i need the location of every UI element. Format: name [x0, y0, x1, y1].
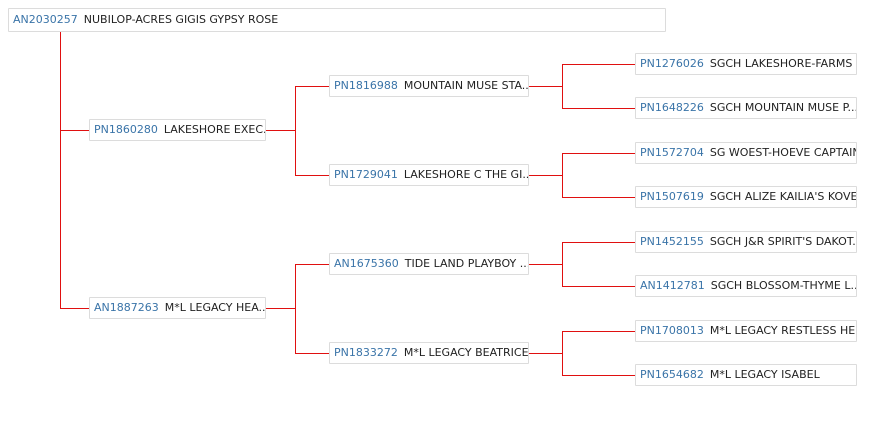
registration-link[interactable]: PN1654682: [640, 368, 704, 381]
pedigree-node-sire-sire: PN1816988 MOUNTAIN MUSE STA...: [329, 75, 529, 97]
pedigree-node-gen3: PN1572704 SG WOEST-HOEVE CAPTAIN: [635, 142, 857, 164]
connector-g2-1-branch: [562, 64, 563, 109]
connector-g3-8: [562, 375, 635, 376]
registration-link[interactable]: PN1860280: [94, 123, 158, 136]
animal-name: SGCH J&R SPIRIT'S DAKOT...: [709, 235, 857, 248]
pedigree-node-dam: AN1887263 M*L LEGACY HEA...: [89, 297, 266, 319]
registration-link[interactable]: PN1507619: [640, 190, 704, 203]
animal-name: MOUNTAIN MUSE STA...: [403, 79, 529, 92]
connector-g3-7: [562, 331, 635, 332]
connector-sire-dam: [295, 175, 329, 176]
connector-dam-dam: [295, 353, 329, 354]
animal-name: SG WOEST-HOEVE CAPTAIN: [709, 146, 857, 159]
animal-name: M*L LEGACY HEA...: [164, 301, 266, 314]
connector-g3-6: [562, 286, 635, 287]
connector-sire-sire: [295, 86, 329, 87]
pedigree-node-gen3: PN1452155 SGCH J&R SPIRIT'S DAKOT...: [635, 231, 857, 253]
animal-name: SGCH BLOSSOM-THYME L...: [710, 279, 857, 292]
connector-dam-out: [265, 308, 295, 309]
connector-g2-3-branch: [562, 242, 563, 287]
animal-name: M*L LEGACY RESTLESS HE...: [709, 324, 857, 337]
registration-link[interactable]: PN1572704: [640, 146, 704, 159]
pedigree-node-subject: AN2030257 NUBILOP-ACRES GIGIS GYPSY ROSE: [8, 8, 666, 32]
registration-link[interactable]: PN1452155: [640, 235, 704, 248]
connector-g3-3: [562, 153, 635, 154]
pedigree-node-gen3: PN1276026 SGCH LAKESHORE-FARMS ...: [635, 53, 857, 75]
connector-g2-1-out: [528, 86, 562, 87]
pedigree-node-gen3: PN1507619 SGCH ALIZE KAILIA'S KOVE...: [635, 186, 857, 208]
connector-dam-branch: [295, 264, 296, 354]
animal-name: SGCH MOUNTAIN MUSE P...: [709, 101, 857, 114]
animal-name: LAKESHORE EXEC...: [163, 123, 266, 136]
connector-root: [60, 31, 61, 309]
connector-dam-sire: [295, 264, 329, 265]
pedigree-node-gen3: AN1412781 SGCH BLOSSOM-THYME L...: [635, 275, 857, 297]
connector-g3-2: [562, 108, 635, 109]
registration-link[interactable]: PN1276026: [640, 57, 704, 70]
connector-g2-3-out: [528, 264, 562, 265]
connector-g3-1: [562, 64, 635, 65]
animal-name: LAKESHORE C THE GI...: [403, 168, 529, 181]
pedigree-node-sire: PN1860280 LAKESHORE EXEC...: [89, 119, 266, 141]
registration-link[interactable]: PN1708013: [640, 324, 704, 337]
registration-link[interactable]: PN1816988: [334, 79, 398, 92]
connector-g2-2-branch: [562, 153, 563, 198]
connector-sire-out: [265, 130, 295, 131]
pedigree-node-gen3: PN1648226 SGCH MOUNTAIN MUSE P...: [635, 97, 857, 119]
registration-link[interactable]: AN1412781: [640, 279, 705, 292]
connector-root-sire: [60, 130, 89, 131]
connector-g2-4-branch: [562, 331, 563, 376]
animal-name: SGCH ALIZE KAILIA'S KOVE...: [709, 190, 857, 203]
registration-link[interactable]: PN1648226: [640, 101, 704, 114]
animal-name: NUBILOP-ACRES GIGIS GYPSY ROSE: [83, 13, 279, 26]
pedigree-node-dam-sire: AN1675360 TIDE LAND PLAYBOY ...: [329, 253, 529, 275]
animal-name: TIDE LAND PLAYBOY ...: [404, 257, 529, 270]
registration-link[interactable]: PN1729041: [334, 168, 398, 181]
registration-link[interactable]: AN2030257: [13, 13, 78, 26]
connector-sire-branch: [295, 86, 296, 176]
animal-name: M*L LEGACY BEATRICE: [403, 346, 529, 359]
connector-g3-4: [562, 197, 635, 198]
connector-g3-5: [562, 242, 635, 243]
connector-root-dam: [60, 308, 89, 309]
pedigree-node-sire-dam: PN1729041 LAKESHORE C THE GI...: [329, 164, 529, 186]
pedigree-node-gen3: PN1654682 M*L LEGACY ISABEL: [635, 364, 857, 386]
registration-link[interactable]: AN1675360: [334, 257, 399, 270]
connector-g2-2-out: [528, 175, 562, 176]
registration-link[interactable]: AN1887263: [94, 301, 159, 314]
pedigree-node-gen3: PN1708013 M*L LEGACY RESTLESS HE...: [635, 320, 857, 342]
pedigree-node-dam-dam: PN1833272 M*L LEGACY BEATRICE: [329, 342, 529, 364]
animal-name: SGCH LAKESHORE-FARMS ...: [709, 57, 857, 70]
animal-name: M*L LEGACY ISABEL: [709, 368, 820, 381]
connector-g2-4-out: [528, 353, 562, 354]
registration-link[interactable]: PN1833272: [334, 346, 398, 359]
